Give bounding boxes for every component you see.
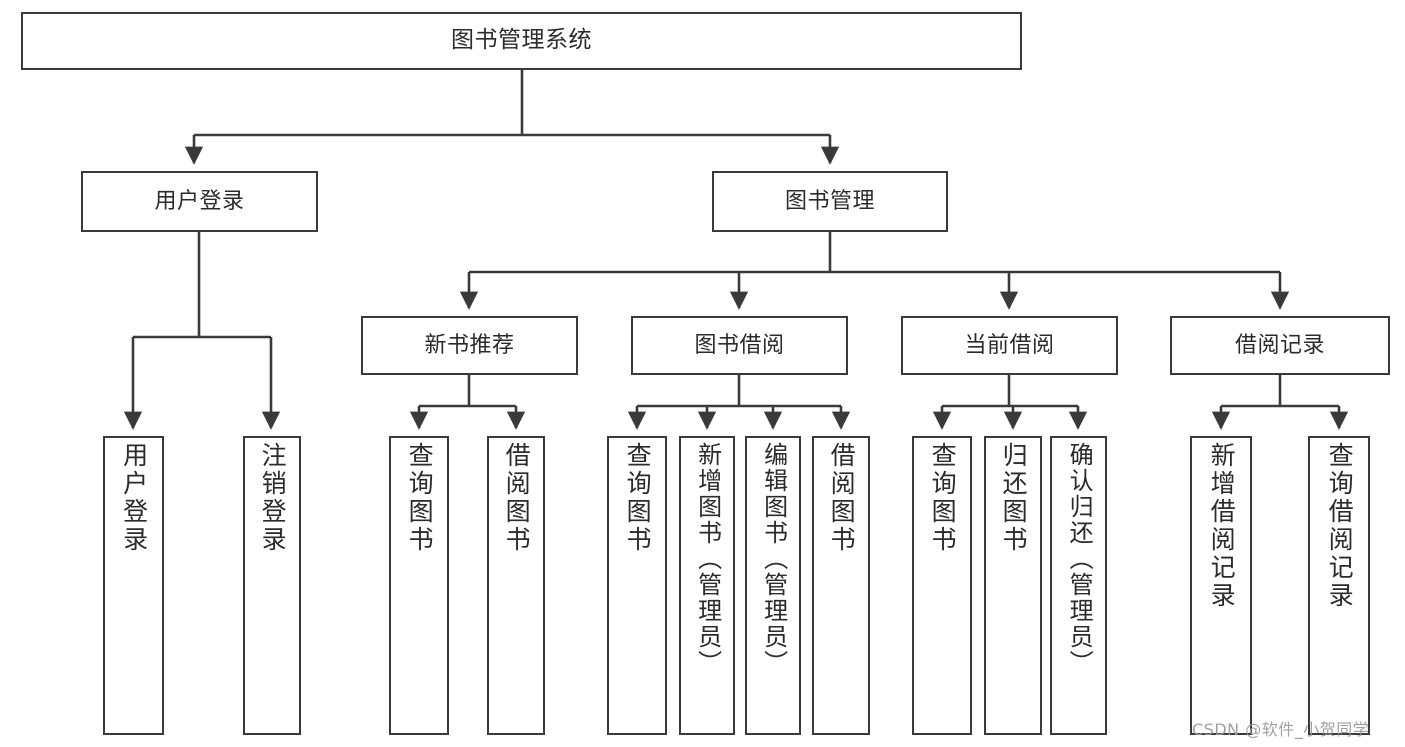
node-new-book-rec[interactable]: 新书推荐 — [361, 316, 578, 375]
node-book-borrow[interactable]: 图书借阅 — [631, 316, 848, 375]
node-leaf-borrow-book-1[interactable]: 借阅图书 — [487, 436, 545, 735]
node-leaf-borrow-book-1-label: 借阅图书 — [502, 442, 532, 554]
node-leaf-logout[interactable]: 注销登录 — [243, 436, 301, 735]
node-leaf-add-record-label: 新增借阅记录 — [1207, 442, 1237, 610]
node-leaf-confirm-return[interactable]: 确认归还（管理员） — [1050, 436, 1107, 735]
node-leaf-query-book-3[interactable]: 查询图书 — [912, 436, 972, 735]
node-leaf-return-book-label: 归还图书 — [999, 442, 1029, 554]
node-root[interactable]: 图书管理系统 — [21, 12, 1022, 70]
node-leaf-add-book[interactable]: 新增图书（管理员） — [679, 436, 735, 735]
node-book-borrow-label: 图书借阅 — [694, 332, 785, 358]
node-leaf-query-book-2[interactable]: 查询图书 — [607, 436, 667, 735]
node-leaf-add-book-label: 新增图书（管理员） — [693, 442, 722, 676]
node-leaf-query-book-3-label: 查询图书 — [928, 442, 958, 554]
node-borrow-record[interactable]: 借阅记录 — [1170, 316, 1390, 375]
node-user-login-label: 用户登录 — [154, 188, 245, 214]
node-leaf-query-book-2-label: 查询图书 — [623, 442, 653, 554]
node-root-label: 图书管理系统 — [451, 27, 592, 54]
node-book-manage[interactable]: 图书管理 — [712, 171, 948, 232]
node-current-borrow-label: 当前借阅 — [964, 332, 1055, 358]
node-leaf-query-record-label: 查询借阅记录 — [1325, 442, 1355, 610]
node-leaf-return-book[interactable]: 归还图书 — [984, 436, 1042, 735]
node-leaf-user-login[interactable]: 用户登录 — [103, 436, 164, 735]
node-leaf-confirm-return-label: 确认归还（管理员） — [1065, 442, 1094, 676]
node-user-login[interactable]: 用户登录 — [81, 171, 318, 232]
node-current-borrow[interactable]: 当前借阅 — [901, 316, 1118, 375]
node-leaf-user-login-label: 用户登录 — [119, 442, 149, 554]
csdn-watermark: CSDN @软件_小贺同学 — [1192, 720, 1370, 739]
node-leaf-query-book-1[interactable]: 查询图书 — [389, 436, 449, 735]
node-leaf-query-record[interactable]: 查询借阅记录 — [1308, 436, 1370, 735]
node-leaf-edit-book[interactable]: 编辑图书（管理员） — [745, 436, 801, 735]
node-book-manage-label: 图书管理 — [784, 188, 875, 214]
node-leaf-edit-book-label: 编辑图书（管理员） — [759, 442, 788, 676]
node-leaf-add-record[interactable]: 新增借阅记录 — [1190, 436, 1252, 735]
node-leaf-logout-label: 注销登录 — [258, 442, 288, 554]
node-new-book-rec-label: 新书推荐 — [424, 332, 515, 358]
node-borrow-record-label: 借阅记录 — [1234, 332, 1325, 358]
node-leaf-borrow-book-2-label: 借阅图书 — [827, 442, 857, 554]
node-leaf-query-book-1-label: 查询图书 — [405, 442, 435, 554]
node-leaf-borrow-book-2[interactable]: 借阅图书 — [812, 436, 870, 735]
